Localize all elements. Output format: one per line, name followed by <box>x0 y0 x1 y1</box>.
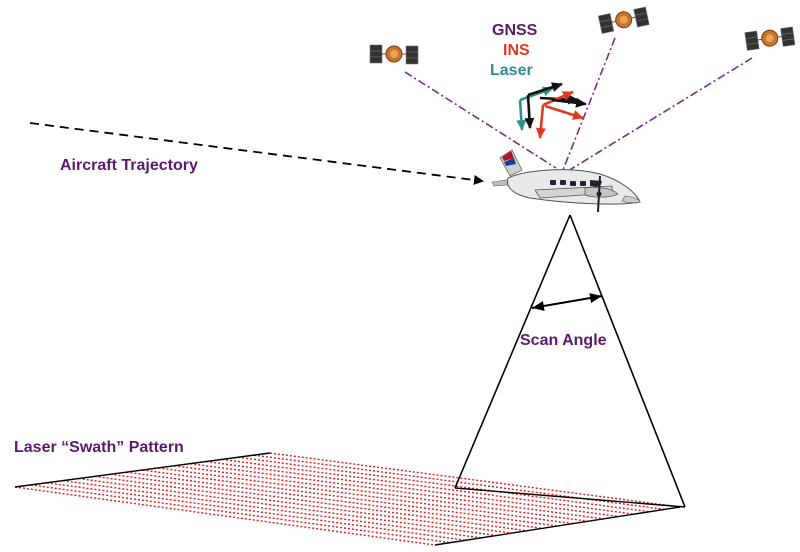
swath-scan-line <box>142 469 558 527</box>
swath-scan-line <box>14 486 436 546</box>
swath-scan-line <box>46 482 466 541</box>
swath-scan-line <box>222 458 635 515</box>
satellite-icon <box>597 6 650 34</box>
swath-scan-line <box>174 465 589 522</box>
trajectory-label: Aircraft Trajectory <box>60 157 198 174</box>
swath-scan-line <box>158 467 573 525</box>
swath-scan-line <box>269 452 681 508</box>
swath-scan-line <box>253 454 665 511</box>
scan-angle-label: Scan Angle <box>520 332 607 349</box>
satellite-icon <box>744 26 796 51</box>
swath-scan-line <box>30 484 451 544</box>
swath-scan-line <box>238 456 650 513</box>
scan-triangle <box>454 214 686 508</box>
axis-arrows-icon <box>516 82 587 139</box>
satellite-signals <box>404 37 753 172</box>
swath-scan-line <box>126 471 543 530</box>
trajectory-arrow <box>29 122 484 185</box>
swath-scan-line <box>190 462 604 520</box>
scan-angle-arrow <box>531 293 603 311</box>
swath-scan-line <box>206 460 619 518</box>
satellite-icon <box>369 44 419 65</box>
swath-label: Laser “Swath” Pattern <box>14 439 184 456</box>
swath-edge-right <box>434 506 681 546</box>
ins-label: INS <box>503 42 530 59</box>
swath-pattern <box>14 452 681 546</box>
gnss-label: GNSS <box>492 22 538 39</box>
laser-label: Laser <box>490 62 533 79</box>
aircraft-icon <box>491 149 641 213</box>
swath-edge-left <box>14 452 271 488</box>
